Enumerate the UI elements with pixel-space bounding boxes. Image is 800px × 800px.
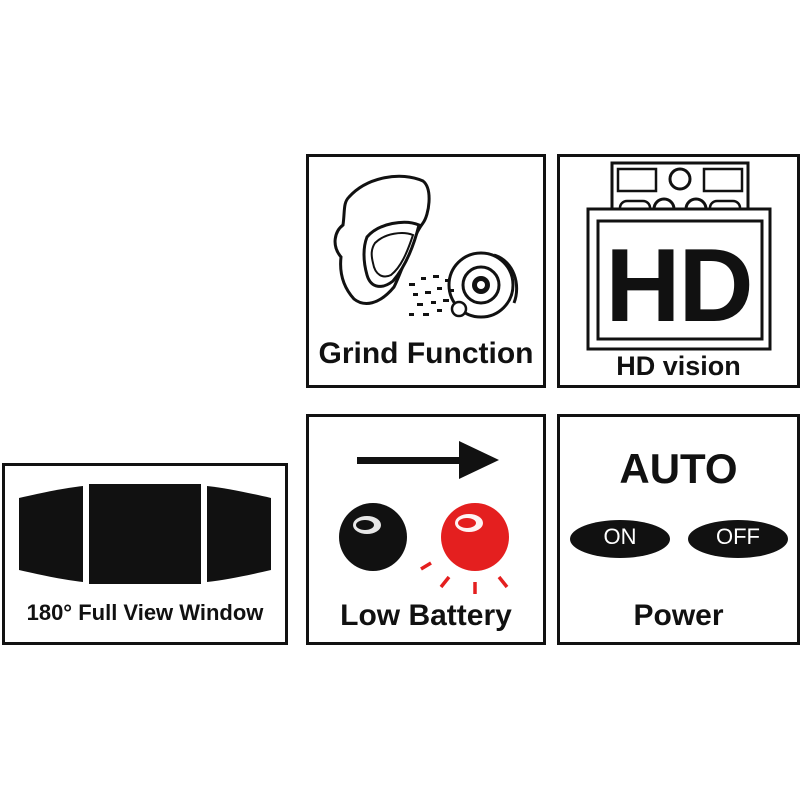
full-view-window-tile: 180° Full View Window	[2, 463, 288, 645]
low-battery-tile: Low Battery	[306, 414, 546, 645]
power-switch-icons	[570, 520, 788, 558]
full-view-window-label: 180° Full View Window	[26, 600, 264, 625]
hd-badge: HD	[605, 228, 753, 344]
hd-screen-icon	[586, 161, 772, 351]
black-indicator-light	[339, 503, 407, 571]
power-tile: AUTO ON OFF Power	[557, 414, 800, 645]
on-switch-shape	[570, 520, 670, 558]
on-label: ON	[603, 524, 637, 549]
hd-vision-tile: HD HD vision	[557, 154, 800, 388]
arrow-icon	[357, 457, 467, 464]
off-label: OFF	[716, 524, 760, 549]
grind-function-label: Grind Function	[318, 337, 534, 370]
red-indicator-light	[441, 503, 509, 571]
low-battery-label: Low Battery	[340, 599, 512, 632]
off-switch-shape	[688, 520, 788, 558]
grind-function-tile: Grind Function	[306, 154, 546, 388]
auto-title: AUTO	[619, 445, 738, 492]
indicator-lights-icon	[339, 441, 509, 594]
power-label: Power	[633, 599, 724, 632]
panoramic-window-icon	[19, 484, 271, 584]
welding-helmet-and-grinding-disc-icon	[333, 174, 519, 319]
hd-vision-label: HD vision	[616, 351, 741, 381]
